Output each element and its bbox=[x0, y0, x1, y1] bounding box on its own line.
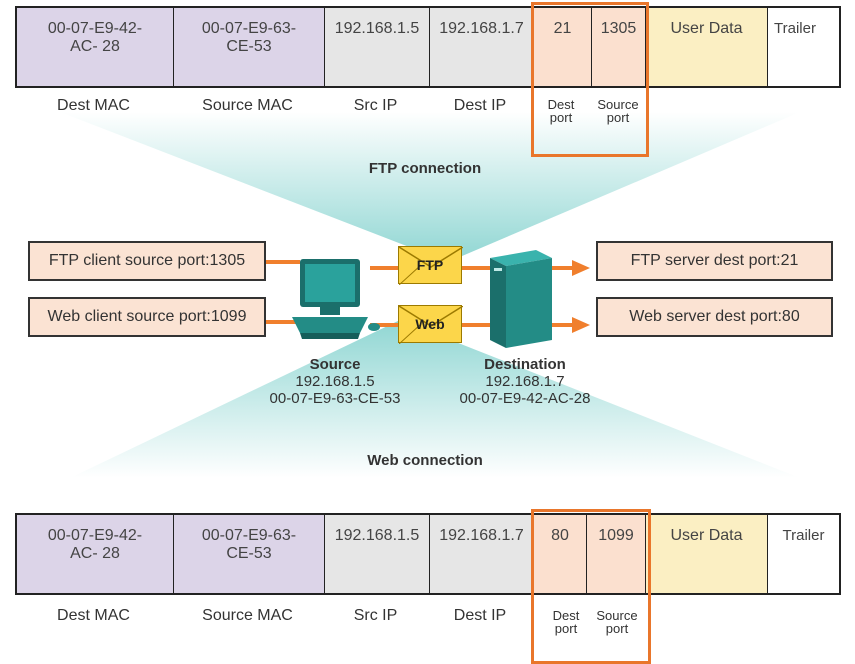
ftp-envelope: FTP bbox=[398, 246, 463, 285]
ports-highlight bbox=[531, 509, 651, 664]
dest-port-field: 21 bbox=[534, 8, 592, 86]
web-client-port-box: Web client source port:1099 bbox=[28, 297, 266, 337]
ftp-connection-label: FTP connection bbox=[368, 160, 482, 177]
ftp-arrow-head bbox=[572, 260, 590, 276]
user-data-field: User Data bbox=[646, 8, 768, 86]
src-ip-label: Src IP bbox=[353, 607, 398, 624]
source-port-field: 1099 bbox=[587, 515, 646, 593]
computer-icon bbox=[292, 259, 380, 339]
src-ip-field: 192.168.1.5 bbox=[325, 8, 430, 86]
source-host-ip: 192.168.1.5 bbox=[295, 373, 375, 390]
source-mac-field: 00-07-E9-63-CE-53 bbox=[174, 515, 325, 593]
dest-ip-field: 192.168.1.7 bbox=[430, 515, 534, 593]
source-mac-label: Source MAC bbox=[202, 97, 293, 114]
server-icon bbox=[490, 250, 552, 348]
destination-host-ip: 192.168.1.7 bbox=[485, 373, 565, 390]
user-data-field: User Data bbox=[646, 515, 768, 593]
ftp-client-port-box: FTP client source port:1305 bbox=[28, 241, 266, 281]
source-host-name: Source bbox=[309, 356, 361, 373]
web-server-port-box: Web server dest port:80 bbox=[596, 297, 833, 337]
web-funnel bbox=[70, 320, 800, 478]
web-envelope-label: Web bbox=[415, 316, 445, 332]
ports-highlight bbox=[531, 2, 649, 157]
web-frame: 00-07-E9-42-AC- 28 00-07-E9-63-CE-53 192… bbox=[15, 513, 841, 595]
src-ip-label: Src IP bbox=[353, 97, 398, 114]
dest-mac-field: 00-07-E9-42-AC- 28 bbox=[17, 515, 174, 593]
ftp-funnel bbox=[60, 112, 800, 262]
ftp-server-port-box: FTP server dest port:21 bbox=[596, 241, 833, 281]
dest-port-field: 80 bbox=[534, 515, 587, 593]
dest-mac-label: Dest MAC bbox=[57, 97, 130, 114]
web-envelope-flap bbox=[399, 306, 463, 344]
web-arrow-head bbox=[572, 317, 590, 333]
dest-mac-label: Dest MAC bbox=[57, 607, 130, 624]
dest-ip-field: 192.168.1.7 bbox=[430, 8, 534, 86]
dest-ip-label: Dest IP bbox=[453, 607, 507, 624]
source-mac-field: 00-07-E9-63-CE-53 bbox=[174, 8, 325, 86]
destination-host-name: Destination bbox=[484, 356, 566, 373]
destination-host-info: Destination 192.168.1.7 00-07-E9-42-AC-2… bbox=[425, 356, 625, 407]
ftp-frame: 00-07-E9-42-AC- 28 00-07-E9-63-CE-53 192… bbox=[15, 6, 841, 88]
source-port-field: 1305 bbox=[592, 8, 646, 86]
web-connection-label: Web connection bbox=[367, 452, 483, 469]
destination-host-mac: 00-07-E9-42-AC-28 bbox=[459, 390, 591, 407]
source-host-mac: 00-07-E9-63-CE-53 bbox=[269, 390, 401, 407]
ftp-envelope-label: FTP bbox=[416, 257, 444, 273]
trailer-field: Trailer bbox=[768, 8, 839, 86]
ftp-envelope-flap bbox=[399, 247, 463, 285]
dest-ip-label: Dest IP bbox=[453, 97, 507, 114]
web-envelope: Web bbox=[398, 305, 463, 344]
src-ip-field: 192.168.1.5 bbox=[325, 515, 430, 593]
source-mac-label: Source MAC bbox=[202, 607, 293, 624]
source-host-info: Source 192.168.1.5 00-07-E9-63-CE-53 bbox=[235, 356, 435, 407]
trailer-field: Trailer bbox=[768, 515, 839, 593]
dest-mac-field: 00-07-E9-42-AC- 28 bbox=[17, 8, 174, 86]
